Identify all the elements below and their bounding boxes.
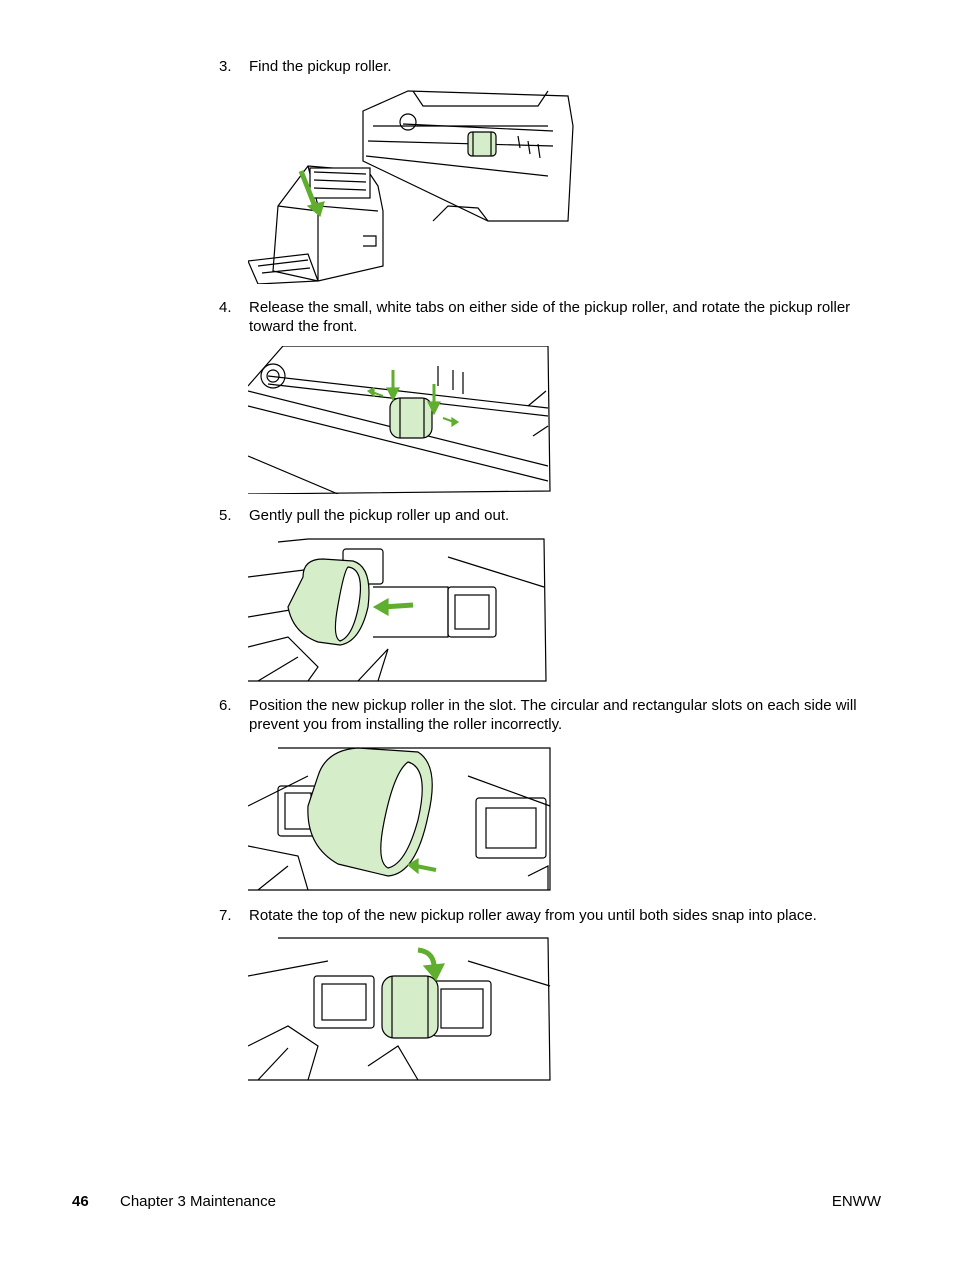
figure-find-pickup-roller <box>248 86 578 284</box>
step-7: 7. Rotate the top of the new pickup roll… <box>219 906 879 925</box>
page-number: 46 <box>72 1193 89 1210</box>
step-text: Release the small, white tabs on either … <box>249 299 851 335</box>
step-number: 3. <box>219 58 232 75</box>
step-text: Find the pickup roller. <box>249 58 392 75</box>
figure-rotate-roller-into-place <box>248 936 552 1082</box>
step-number: 4. <box>219 299 232 316</box>
step-text: Gently pull the pickup roller up and out… <box>249 507 510 524</box>
figure-pull-roller-out <box>248 537 548 683</box>
step-text: Position the new pickup roller in the sl… <box>249 697 857 733</box>
step-5: 5. Gently pull the pickup roller up and … <box>219 506 879 525</box>
step-number: 6. <box>219 697 232 714</box>
step-6: 6. Position the new pickup roller in the… <box>219 696 879 734</box>
step-text: Rotate the top of the new pickup roller … <box>249 907 817 924</box>
step-3: 3. Find the pickup roller. <box>219 57 879 76</box>
footer-right-label: ENWW <box>831 1193 881 1210</box>
chapter-title: Chapter 3 Maintenance <box>120 1193 276 1210</box>
step-number: 5. <box>219 507 232 524</box>
step-number: 7. <box>219 907 232 924</box>
step-4: 4. Release the small, white tabs on eith… <box>219 298 879 336</box>
figure-release-tabs <box>248 346 552 494</box>
figure-position-new-roller <box>248 746 552 892</box>
